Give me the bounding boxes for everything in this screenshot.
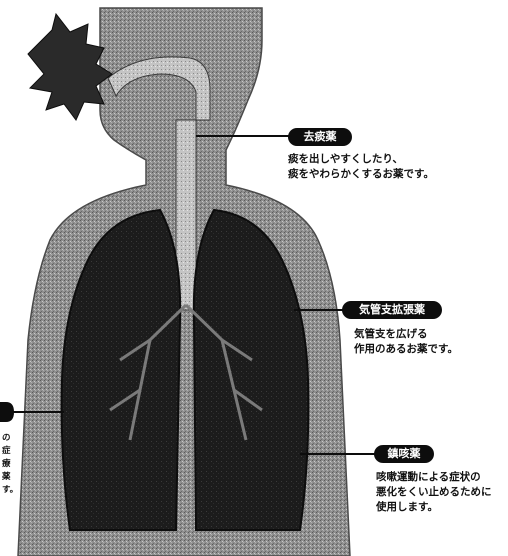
left-partial-description: の 症 療 薬 す。 xyxy=(2,432,18,497)
description-line: 作用のあるお薬です。 xyxy=(354,342,458,357)
expectorant-description: 痰を出しやすくしたり、 痰をやわらかくするお薬です。 xyxy=(288,152,434,182)
description-line: 薬 xyxy=(2,471,18,484)
description-line: す。 xyxy=(2,484,18,497)
left-label-pill xyxy=(0,402,14,422)
description-line: 気管支を広げる xyxy=(354,327,458,342)
description-line: 咳嗽運動による症状の xyxy=(376,470,492,485)
description-line: 悪化をくい止めるために xyxy=(376,485,492,500)
antitussive-description: 咳嗽運動による症状の 悪化をくい止めるために 使用します。 xyxy=(376,470,492,515)
bronchodilator-label: 気管支拡張薬 xyxy=(342,301,442,319)
expectorant-label: 去痰薬 xyxy=(288,128,352,146)
description-line: の xyxy=(2,432,18,445)
description-line: 痰をやわらかくするお薬です。 xyxy=(288,167,434,182)
description-line: 療 xyxy=(2,458,18,471)
description-line: 症 xyxy=(2,445,18,458)
description-line: 痰を出しやすくしたり、 xyxy=(288,152,434,167)
bronchodilator-description: 気管支を広げる 作用のあるお薬です。 xyxy=(354,327,458,357)
antitussive-label: 鎮咳薬 xyxy=(374,445,434,463)
description-line: 使用します。 xyxy=(376,500,492,515)
